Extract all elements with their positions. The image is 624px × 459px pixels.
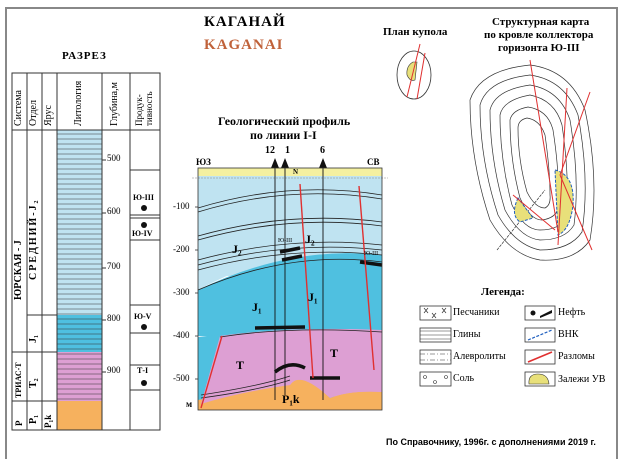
salt-swatch-icon <box>423 375 448 384</box>
profile-title-1: Геологический профиль <box>218 114 351 128</box>
label-ju3-left: Ю-III <box>278 238 293 244</box>
productive-ju3: Ю-III <box>133 193 155 202</box>
label-t-left: T <box>236 358 245 372</box>
legend-siltstone: Алевролиты <box>453 351 506 362</box>
sandstone-swatch-icon <box>423 307 447 319</box>
ytick-400: -400 <box>173 330 190 340</box>
productive-ju4: Ю-IV <box>132 229 153 238</box>
map-title-3: горизонта Ю-III <box>498 42 580 54</box>
frame-right <box>616 7 618 459</box>
legend-sandstone: Песчаники <box>453 307 500 318</box>
depth-900: 900 <box>107 365 121 375</box>
depth-800: 800 <box>107 313 121 323</box>
legend-oil: Нефть <box>558 307 586 318</box>
legend-faults: Разломы <box>558 351 595 362</box>
legend-salt: Соль <box>453 373 475 384</box>
ytick-m: м <box>186 399 193 409</box>
legend-clay: Глины <box>453 329 481 340</box>
label-j2-left: J₂ <box>232 242 242 256</box>
dir-sw: ЮЗ <box>196 157 211 167</box>
productive-ju5: Ю-V <box>134 312 152 321</box>
ytick-500: -500 <box>173 373 190 383</box>
label-ju3-right: Ю-III <box>364 251 379 257</box>
title-ru: КАГАНАЙ <box>204 14 286 30</box>
depth-700: 700 <box>107 261 121 271</box>
productive-t1: Т-I <box>137 366 149 375</box>
map-title-1: Структурная карта <box>492 16 590 28</box>
well-12: 12 <box>265 145 275 156</box>
frame-top <box>5 7 617 9</box>
label-t-right: T <box>330 346 339 360</box>
ytick-200: -200 <box>173 244 190 254</box>
ytick-300: -300 <box>173 287 190 297</box>
section-title: РАЗРЕЗ <box>62 50 107 62</box>
legend-owc: ВНК <box>558 329 579 340</box>
footer-source: По Справочнику, 1996г. с дополнениями 20… <box>386 437 596 447</box>
ytick-100: -100 <box>173 201 190 211</box>
well-1: 1 <box>285 145 290 156</box>
profile-title-2: по линии I-I <box>250 128 317 142</box>
label-j1-right: J₁ <box>308 290 318 304</box>
legend-hc-deposits: Залежи УВ <box>558 374 606 385</box>
depth-500: 500 <box>107 153 121 163</box>
dir-ne: СВ <box>367 157 380 167</box>
label-p1k: P₁k <box>282 392 300 406</box>
legend-title: Легенда: <box>481 286 525 298</box>
dome-plan-title: План купола <box>383 26 448 38</box>
well-6: 6 <box>320 145 325 156</box>
title-en: KAGANAI <box>204 37 284 53</box>
label-n: N <box>293 168 299 176</box>
depth-600: 600 <box>107 206 121 216</box>
frame-left <box>5 7 7 459</box>
label-j2-right: J₂ <box>305 232 315 246</box>
map-title-2: по кровле коллектора <box>484 29 594 41</box>
label-j1-left: J₁ <box>252 300 262 314</box>
